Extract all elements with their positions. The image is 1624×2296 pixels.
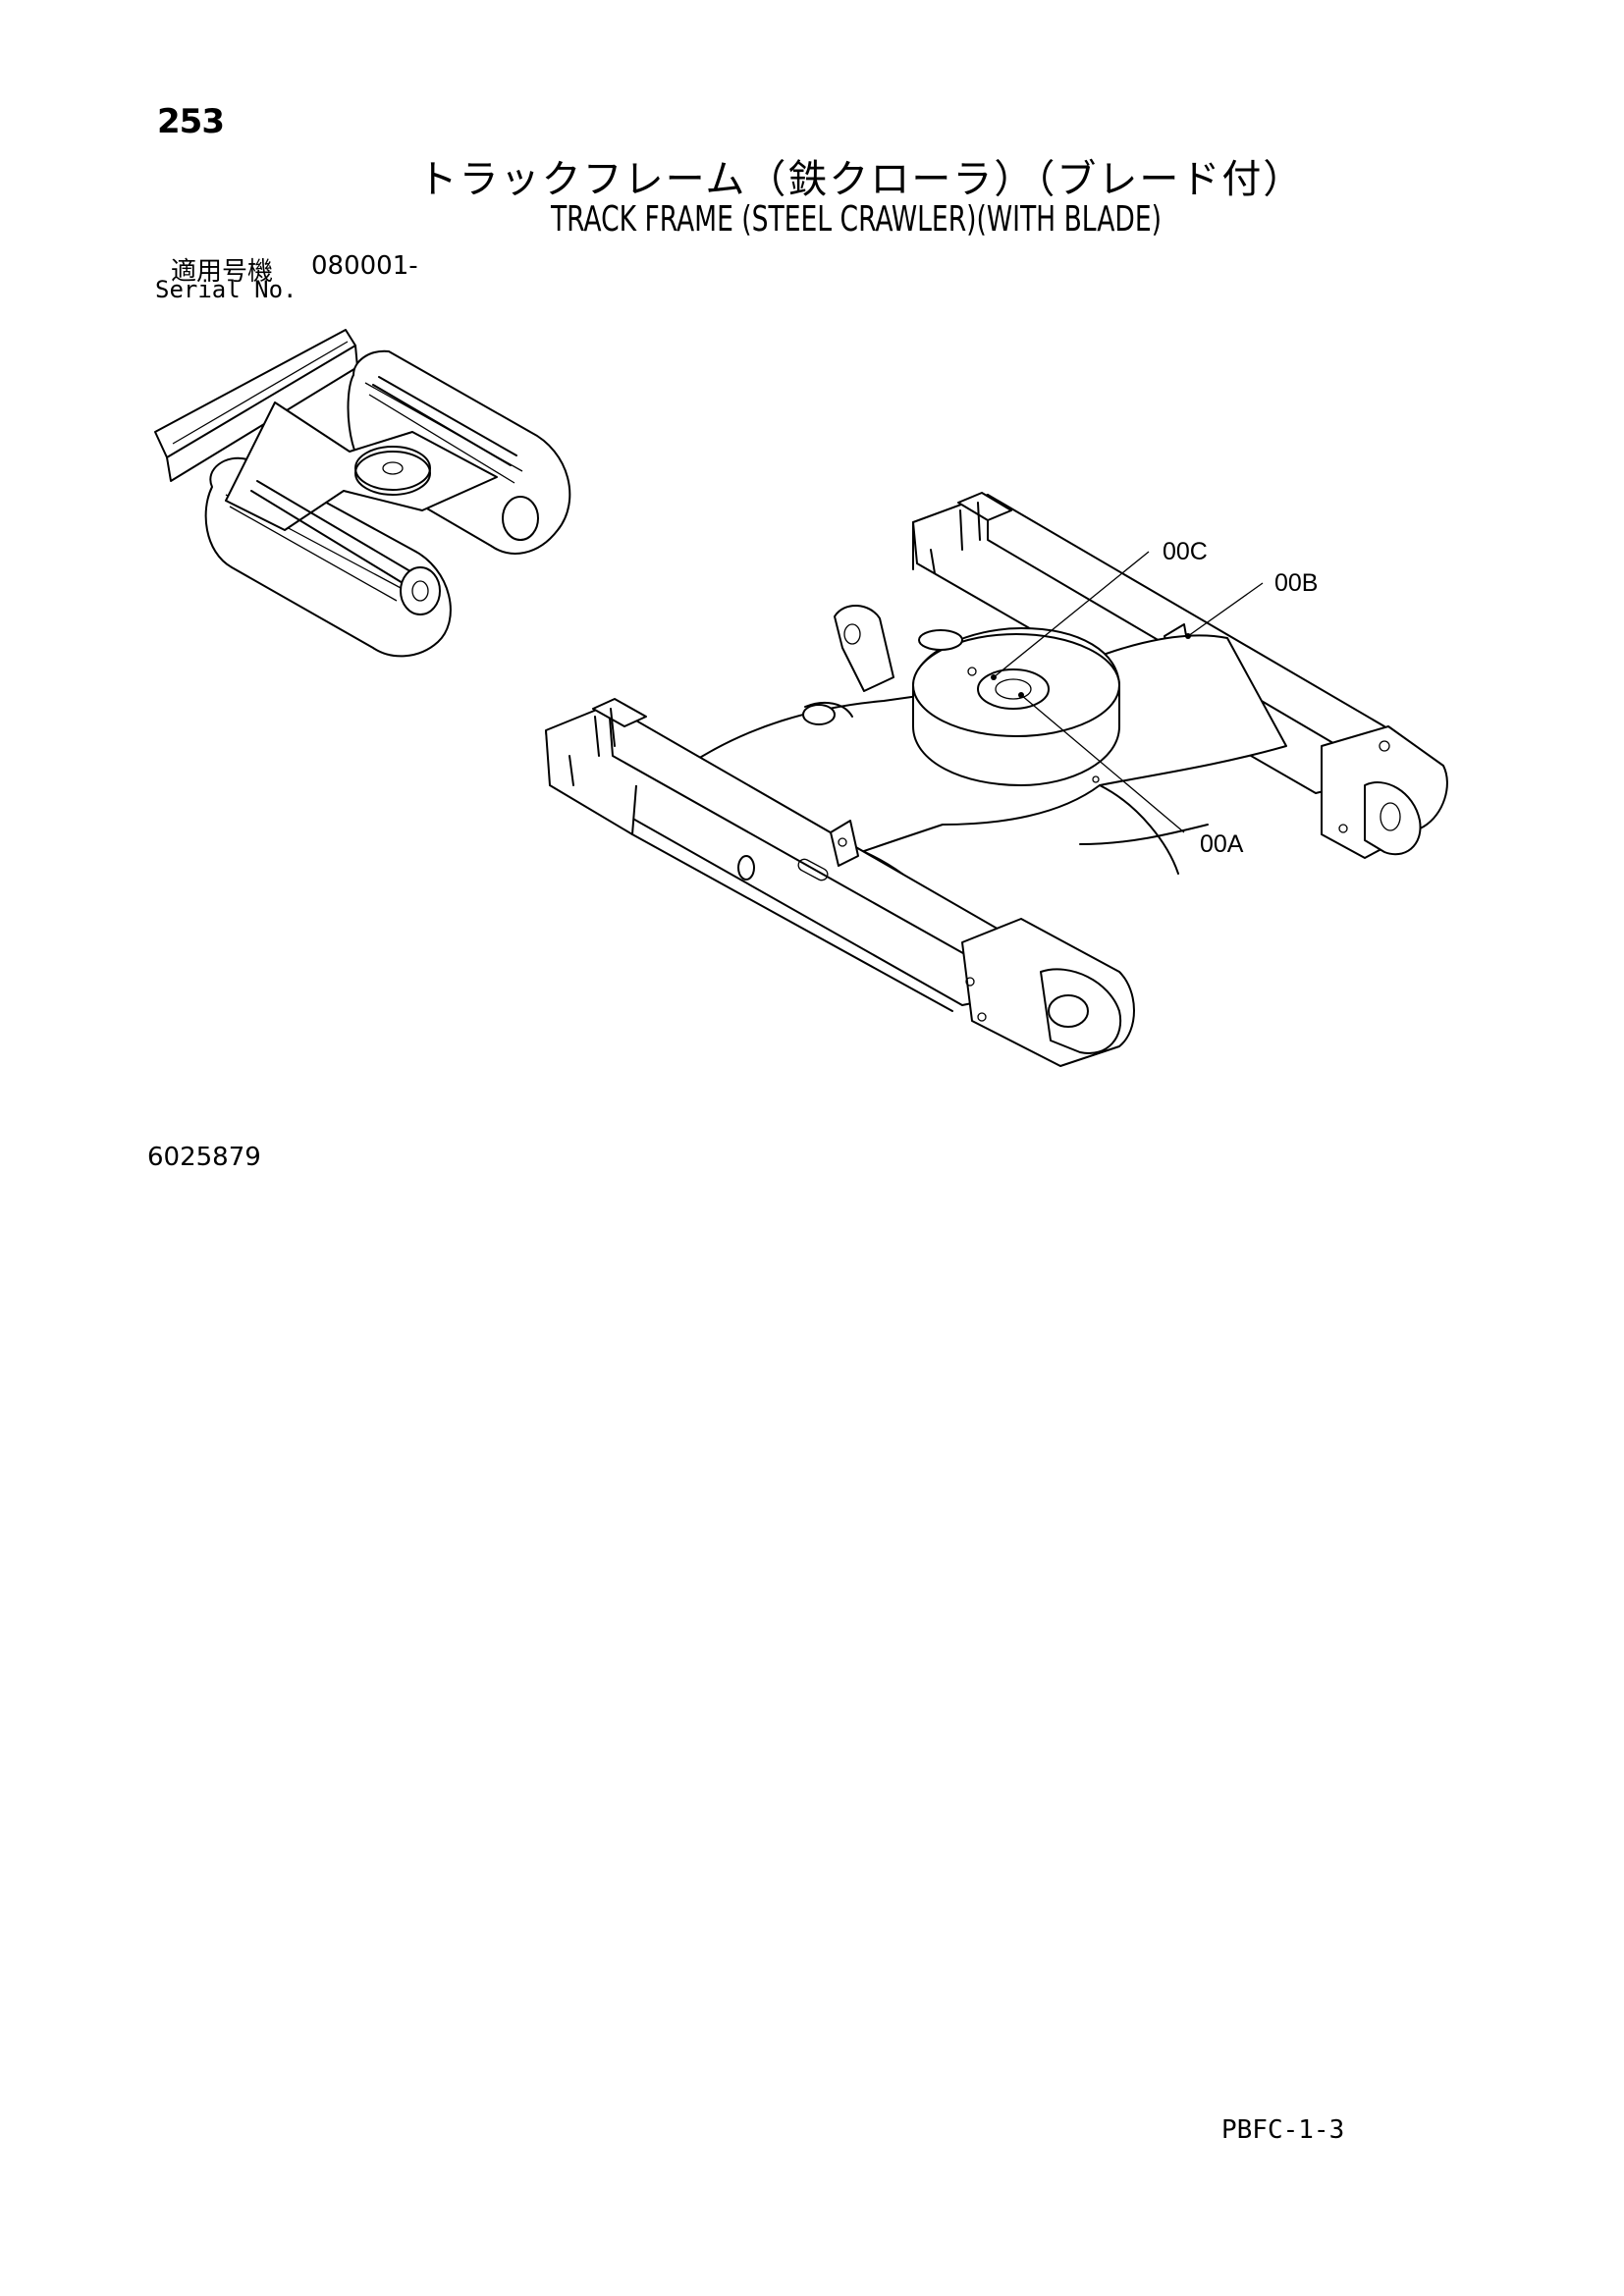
page-title-english: TRACK FRAME (STEEL CRAWLER)(WITH BLADE): [550, 199, 1163, 240]
overview-undercarriage-drawing: [154, 329, 571, 658]
sheet-code: PBFC-1-3: [1221, 2115, 1345, 2145]
serial-label-japanese: 適用号機: [171, 257, 274, 287]
callout-00A: 00A: [1200, 830, 1244, 858]
callout-00C: 00C: [1163, 538, 1208, 565]
serial-label-english: Serial No.: [155, 276, 298, 303]
page-title-japanese: トラックフレーム（鉄クローラ）（ブレード付）: [417, 157, 1305, 202]
callout-00B: 00B: [1274, 569, 1319, 597]
track-frame-main-drawing: [545, 492, 1448, 1067]
callout-leader-lines: [991, 551, 1264, 833]
serial-value: 080001-: [311, 251, 418, 281]
page-number: 253: [157, 102, 225, 141]
figure-code: 6025879: [147, 1143, 261, 1172]
